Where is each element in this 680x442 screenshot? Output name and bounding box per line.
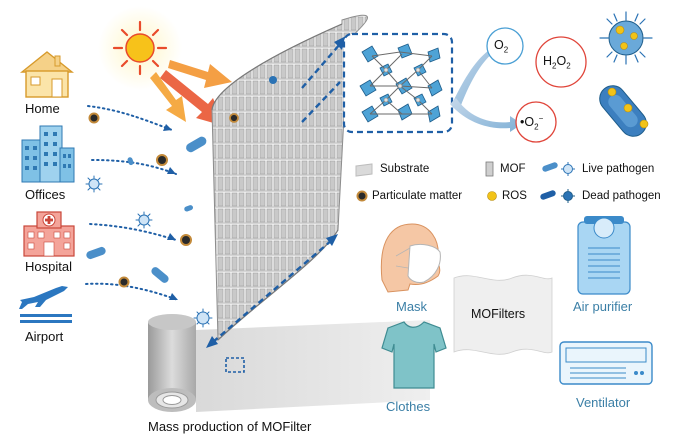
hospital-icon — [23, 211, 75, 257]
clothes-icon — [381, 321, 447, 389]
sun-ray-arrows — [150, 60, 232, 126]
trapped-particulates — [229, 113, 239, 123]
legend-substrate-swatch — [355, 163, 373, 177]
legend-label-substrate: Substrate — [380, 163, 430, 175]
dead-pathogen-virus-icon — [599, 11, 653, 65]
mask-icon — [380, 223, 441, 293]
offices-icon — [21, 125, 75, 183]
legend-label-dead-pathogen: Dead pathogen — [582, 190, 661, 202]
oxygen-label: O2 — [494, 38, 509, 55]
legend-live-pathogen-swatch — [542, 162, 575, 176]
superoxide-circle — [515, 101, 557, 143]
filter-pathogen — [269, 76, 277, 84]
airport-icon — [19, 286, 72, 323]
legend-label-particulate-matter: Particulate matter — [372, 190, 463, 202]
app-label-mask: Mask — [396, 299, 428, 314]
legend-ros-swatch — [487, 191, 497, 201]
legend-dead-pathogen-swatch — [540, 189, 575, 203]
hydrogen-peroxide-label: H2O2 — [543, 54, 571, 71]
app-label-ventilator: Ventilator — [576, 395, 631, 410]
caption-mass-production: Mass production of MOFilter — [148, 419, 312, 434]
zoom-arrows — [212, 43, 341, 343]
mofilters-sheet-icon — [453, 274, 553, 355]
superoxide-label: •O2− — [520, 114, 544, 132]
dead-pathogen-bacterium-icon — [599, 85, 649, 137]
legend-particulate-swatch — [356, 190, 368, 202]
source-label-hospital: Hospital — [25, 259, 72, 274]
legend-mof-swatch — [485, 161, 494, 177]
legend-label-ros: ROS — [502, 190, 527, 202]
filter-roll — [148, 314, 196, 412]
oxygen-circle — [486, 27, 524, 65]
source-label-airport: Airport — [25, 329, 64, 344]
app-label-air-purifier: Air purifier — [573, 299, 633, 314]
mof-filter-curtain — [211, 14, 368, 342]
source-label-offices: Offices — [25, 187, 66, 202]
ros-generation-arrow — [450, 42, 522, 132]
mof-structure-inset — [342, 32, 454, 134]
app-label-mofilters: MOFilters — [471, 307, 526, 321]
airflow-arrowheads — [163, 124, 178, 300]
source-label-home: Home — [25, 101, 60, 116]
zoom-region-box — [225, 357, 245, 373]
sun-icon — [98, 6, 182, 90]
app-label-clothes: Clothes — [386, 399, 431, 414]
hydrogen-peroxide-circle — [535, 36, 587, 88]
legend-label-live-pathogen: Live pathogen — [582, 163, 655, 175]
home-icon — [20, 51, 74, 98]
air-purifier-icon — [577, 216, 631, 295]
substrate-sheet — [196, 320, 430, 412]
airflow-arrows — [85, 105, 179, 301]
ventilator-icon — [559, 341, 653, 385]
legend-label-mof: MOF — [500, 163, 526, 175]
